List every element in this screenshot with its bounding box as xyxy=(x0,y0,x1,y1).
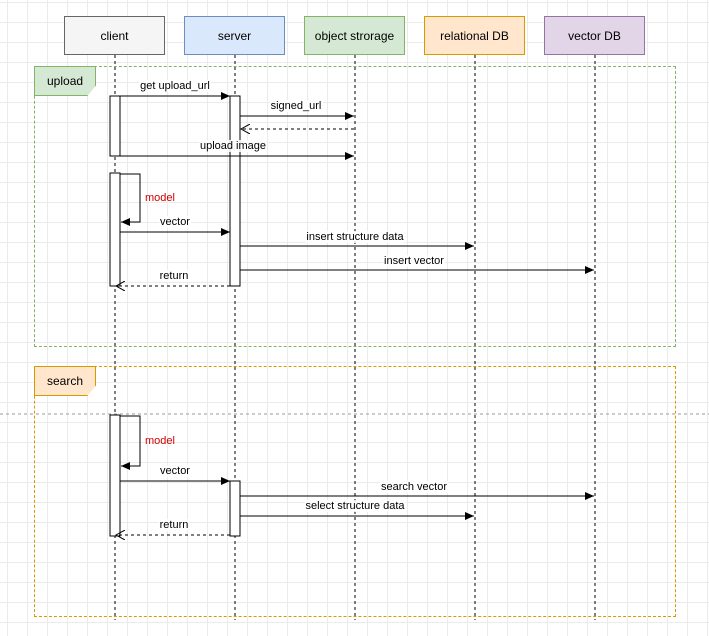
participant-label: client xyxy=(100,28,129,43)
label-search-vector: search vector xyxy=(379,481,449,493)
activation-server-1 xyxy=(229,95,241,287)
msg-model-self-search xyxy=(120,415,141,470)
label-insert-vector: insert vector xyxy=(383,255,445,267)
activation-client-3 xyxy=(109,414,121,537)
label-return-upload: return xyxy=(158,270,190,282)
label-get-upload-url: get upload_url xyxy=(139,80,211,92)
group-tab-search[interactable]: search xyxy=(34,366,96,396)
participant-label: object strorage xyxy=(314,28,395,43)
group-frame-upload xyxy=(34,66,676,347)
participant-vector-db[interactable]: vector DB xyxy=(544,16,645,55)
participant-server[interactable]: server xyxy=(184,16,285,55)
label-signed-url: signed_url xyxy=(269,100,323,112)
label-return-search: return xyxy=(158,519,190,531)
label-select-structure: select structure data xyxy=(304,500,406,512)
msg-model-self-upload xyxy=(120,173,141,226)
participant-label: server xyxy=(217,28,252,43)
participant-object-storage[interactable]: object strorage xyxy=(304,16,405,55)
group-tab-upload[interactable]: upload xyxy=(34,66,96,96)
group-frame-search xyxy=(34,366,676,617)
label-vector-upload: vector xyxy=(159,216,191,228)
activation-server-2 xyxy=(229,480,241,537)
label-upload-image: upload image xyxy=(198,140,268,152)
label-model-upload: model xyxy=(145,192,175,204)
group-label: upload xyxy=(47,74,84,88)
label-vector-search: vector xyxy=(159,465,191,477)
label-model-search: model xyxy=(145,435,175,447)
participant-relational-db[interactable]: relational DB xyxy=(424,16,525,55)
activation-client-2 xyxy=(109,172,121,287)
label-insert-structure: insert structure data xyxy=(305,231,405,243)
activation-client-1 xyxy=(109,95,121,157)
participant-label: relational DB xyxy=(440,28,509,43)
participant-label: vector DB xyxy=(568,28,621,43)
group-label: search xyxy=(47,374,84,388)
participant-client[interactable]: client xyxy=(64,16,165,55)
